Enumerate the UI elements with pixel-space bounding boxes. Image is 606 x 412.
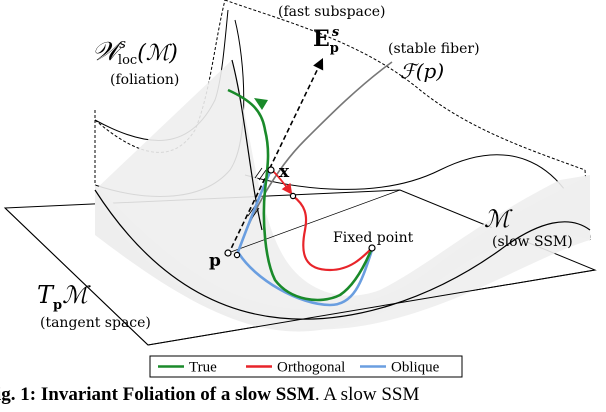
m-label: ℳ bbox=[484, 205, 513, 233]
slow-ssm-label: (slow SSM) bbox=[492, 234, 573, 250]
p-oblique-dot bbox=[233, 251, 241, 259]
orthogonal-trajectory bbox=[292, 195, 373, 272]
stable-fiber-label: (stable fiber) bbox=[388, 41, 480, 57]
front-leaf-solid bbox=[244, 154, 591, 241]
oblique-trajectory bbox=[236, 169, 374, 307]
x-point-dot bbox=[267, 166, 275, 174]
p-point-dot bbox=[224, 249, 232, 257]
right-leaf-dashed bbox=[224, 0, 586, 171]
tangent-plane-front bbox=[4, 189, 596, 346]
x-label: x bbox=[279, 162, 290, 182]
ssm-left-edge bbox=[231, 59, 263, 231]
true-trajectory bbox=[227, 88, 374, 302]
legend-label-orthogonal: Orthogonal bbox=[277, 360, 345, 376]
fiber-f-label: ℱ(p) bbox=[400, 59, 444, 83]
legend: True Orthogonal Oblique bbox=[149, 355, 463, 378]
fast-subspace-arrow bbox=[227, 57, 324, 256]
legend-label-oblique: Oblique bbox=[391, 360, 440, 376]
points bbox=[224, 166, 376, 259]
foliation-label: (foliation) bbox=[110, 72, 179, 88]
fixed-point-dot bbox=[368, 244, 376, 252]
legend-label-true: True bbox=[189, 360, 217, 376]
ssm-front-edge bbox=[94, 189, 591, 320]
orthogonal-end-dot bbox=[289, 192, 297, 200]
legend-box bbox=[149, 355, 463, 378]
e-label: Eps bbox=[313, 25, 340, 56]
t-label: Tpℳ bbox=[37, 281, 91, 313]
p-label: p bbox=[209, 251, 221, 271]
ssm-surface bbox=[94, 59, 591, 332]
true-trajectory-arrowhead bbox=[254, 98, 268, 110]
tangent-space-label: (tangent space) bbox=[40, 315, 151, 331]
fixed-point-label: Fixed point bbox=[333, 230, 414, 246]
figure-caption: ig. 1: Invariant Foliation of a slow SSM… bbox=[0, 384, 420, 405]
fast-subspace-label: (fast subspace) bbox=[278, 4, 386, 20]
